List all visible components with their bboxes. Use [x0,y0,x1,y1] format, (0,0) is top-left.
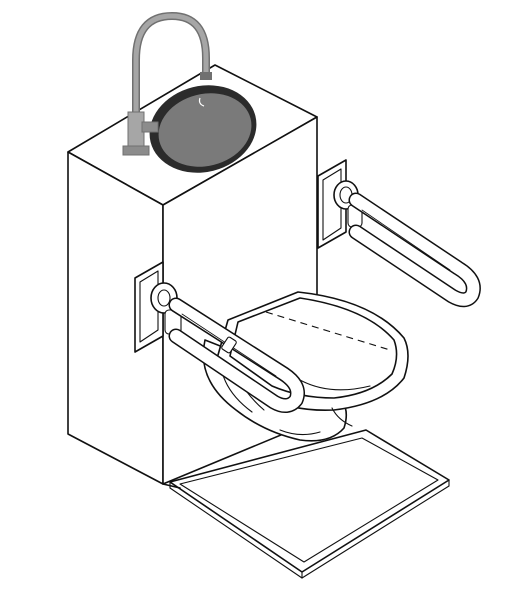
basin-icon [149,85,257,173]
grab-bar-right-icon [317,159,481,308]
grab-bar-left-icon [134,261,305,413]
faucet-icon [122,11,212,156]
toilet-icon [202,291,409,442]
floor-frame-icon [169,429,450,579]
